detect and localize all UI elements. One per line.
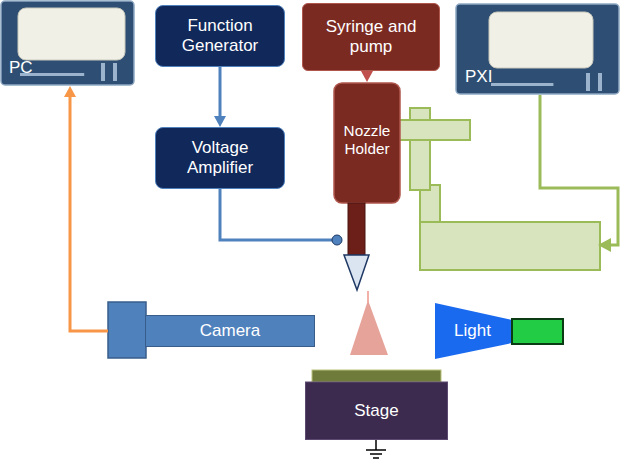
connector — [220, 189, 342, 245]
arrow-head — [598, 238, 611, 252]
control-wire — [540, 95, 618, 245]
stage-base — [420, 222, 600, 270]
connector — [361, 71, 373, 82]
connector — [214, 67, 226, 127]
node-label: PC — [9, 58, 33, 78]
holder-arm — [398, 120, 470, 140]
node-label: Camera — [200, 321, 260, 341]
node-label: PXI — [465, 67, 492, 87]
camera-lens: Camera — [145, 315, 315, 347]
light-source: Light — [435, 303, 565, 359]
node-label: Light — [454, 321, 491, 341]
ground-symbol — [366, 440, 386, 458]
stage: Stage — [305, 370, 448, 440]
connector — [64, 86, 108, 331]
camera-body — [108, 302, 146, 358]
pc-monitor: PC — [0, 0, 135, 86]
pxi-monitor: PXI — [455, 3, 620, 95]
process-box: Voltage Amplifier — [155, 127, 285, 189]
node-label: Syringe and pump — [307, 17, 435, 58]
process-box: Syringe and pump — [302, 3, 440, 71]
node-label: Voltage Amplifier — [160, 138, 280, 179]
node-label: Function Generator — [160, 16, 280, 57]
nozzle-holder-outline — [333, 82, 401, 292]
node-label: Nozzle Holder — [333, 122, 401, 159]
nozzle-holder: Nozzle Holder — [333, 82, 401, 292]
process-box: Function Generator — [155, 5, 285, 67]
node-label: Stage — [354, 401, 398, 421]
spray-cone — [350, 300, 388, 355]
